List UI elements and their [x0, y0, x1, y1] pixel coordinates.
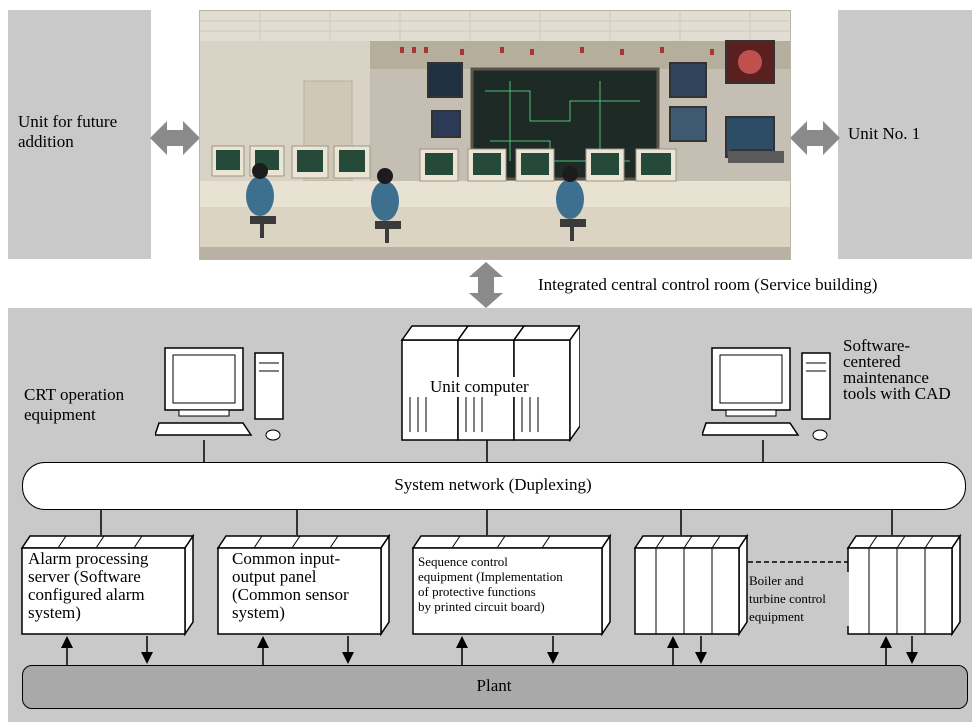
plant-bar [22, 665, 968, 709]
common-io-label: Common input- output panel (Common senso… [232, 549, 349, 622]
crt-workstation-icon [155, 347, 284, 441]
right-double-arrow-icon [790, 121, 840, 155]
future-unit-panel [8, 10, 151, 259]
vertical-double-arrow-icon [469, 262, 503, 308]
plant-label: Plant [476, 676, 512, 695]
maintenance-label: Software- centered maintenance tools wit… [843, 336, 951, 403]
system-network-bar [22, 462, 966, 510]
unit-no1-label: Unit No. 1 [848, 124, 921, 143]
left-double-arrow-icon [150, 121, 200, 155]
sequence-control-label: Sequence control equipment (Implementati… [418, 554, 563, 614]
unit-no1-panel [838, 10, 972, 259]
system-network-label: System network (Duplexing) [394, 475, 592, 494]
crt-label: CRT operation equipment [24, 385, 125, 424]
future-unit-label: Unit for future addition [18, 112, 118, 151]
control-room-label: Integrated central control room (Service… [538, 275, 878, 294]
control-room-photo [199, 10, 791, 260]
unit-computer-label: Unit computer [428, 377, 531, 397]
alarm-server-label: Alarm processing server (Software config… [28, 549, 149, 622]
maintenance-workstation-icon [702, 347, 831, 441]
boiler-turbine-label: Boiler and turbine control equipment [749, 572, 849, 626]
